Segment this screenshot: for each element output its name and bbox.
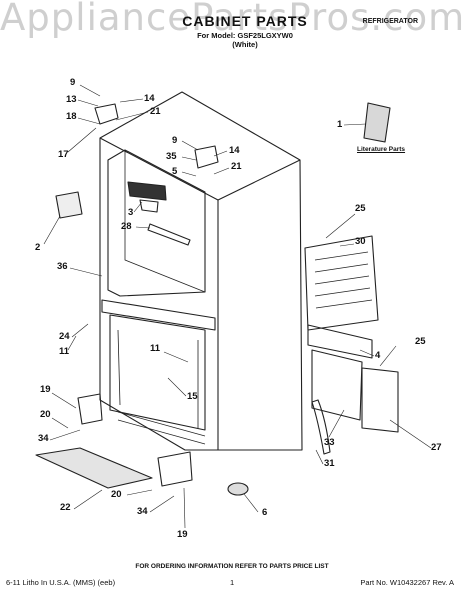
toe-grille xyxy=(35,447,153,489)
callout-34-bottom: 34 xyxy=(137,506,148,517)
appliance-type: REFRIGERATOR xyxy=(362,18,418,25)
part-number: Part No. W10432267 Rev. A xyxy=(360,578,454,587)
callout-20-left: 20 xyxy=(40,409,51,420)
callout-36: 36 xyxy=(57,261,68,272)
top-hinge-left xyxy=(94,103,119,125)
literature-booklet xyxy=(363,102,391,143)
callout-2: 2 xyxy=(35,242,41,253)
callout-31: 31 xyxy=(324,458,335,469)
freezer-divider xyxy=(101,299,216,331)
callout-28: 28 xyxy=(121,221,132,232)
watermark: AppliancePartsPros.com xyxy=(0,0,464,39)
callout-4: 4 xyxy=(375,350,381,361)
condenser-cover xyxy=(304,235,379,331)
callout-25-right: 25 xyxy=(415,336,426,347)
page-number: 1 xyxy=(230,578,235,587)
model-subtitle: For Model: GSF25LGXYW0 (White) xyxy=(150,31,340,49)
door-stop xyxy=(227,482,249,496)
control-housing xyxy=(127,181,167,201)
callout-15: 15 xyxy=(187,391,198,402)
literature-parts-label: Literature Parts xyxy=(357,146,406,153)
control-knob xyxy=(55,191,83,219)
model-line: For Model: GSF25LGXYW0 xyxy=(197,31,293,40)
tube-28 xyxy=(147,223,191,246)
callout-1: 1 xyxy=(337,119,343,130)
callout-13: 13 xyxy=(66,94,77,105)
callout-21-mid: 21 xyxy=(231,161,242,172)
callout-30: 30 xyxy=(355,236,366,247)
litho-line: 6-11 Litho In U.S.A. (MMS) (eeb) xyxy=(6,578,116,587)
callout-18: 18 xyxy=(66,111,77,122)
callout-3: 3 xyxy=(128,207,134,218)
bottom-hinge xyxy=(157,451,193,487)
callout-22: 22 xyxy=(60,502,71,513)
leveling-leg xyxy=(77,393,103,425)
callout-9-mid: 9 xyxy=(172,135,178,146)
top-hinge-right xyxy=(194,145,219,169)
leader-lines xyxy=(43,84,432,529)
callout-11-mid: 11 xyxy=(150,343,161,354)
light-shield xyxy=(139,199,159,213)
callout-9-top: 9 xyxy=(70,77,76,88)
callout-27: 27 xyxy=(431,442,442,453)
liner-back xyxy=(124,150,206,293)
callout-17: 17 xyxy=(58,149,69,160)
callout-6: 6 xyxy=(262,507,268,518)
freezer-rail xyxy=(117,329,199,428)
cabinet-shell xyxy=(99,91,303,451)
callout-19-bottom: 19 xyxy=(177,529,188,540)
callout-20-bottom: 20 xyxy=(111,489,122,500)
callout-11-left: 11 xyxy=(59,346,70,357)
rear-cover xyxy=(361,367,399,433)
freezer-liner xyxy=(109,314,206,431)
condenser-grille xyxy=(314,251,373,309)
handle-31 xyxy=(311,399,331,455)
ordering-note: FOR ORDERING INFORMATION REFER TO PARTS … xyxy=(135,563,329,570)
color-line: (White) xyxy=(232,40,258,49)
callout-35: 35 xyxy=(166,151,177,162)
callout-24: 24 xyxy=(59,331,70,342)
callout-5: 5 xyxy=(172,166,178,177)
access-panel xyxy=(311,349,363,421)
air-baffle xyxy=(307,324,373,359)
callout-25-top: 25 xyxy=(355,203,366,214)
callout-19-top: 19 xyxy=(40,384,51,395)
callout-34-left: 34 xyxy=(38,433,49,444)
callout-14-top: 14 xyxy=(144,93,155,104)
callout-14-mid: 14 xyxy=(229,145,240,156)
callout-33: 33 xyxy=(324,437,335,448)
callout-21-top: 21 xyxy=(150,106,161,117)
page-title: CABINET PARTS xyxy=(182,13,308,29)
bottom-vents xyxy=(117,411,206,445)
